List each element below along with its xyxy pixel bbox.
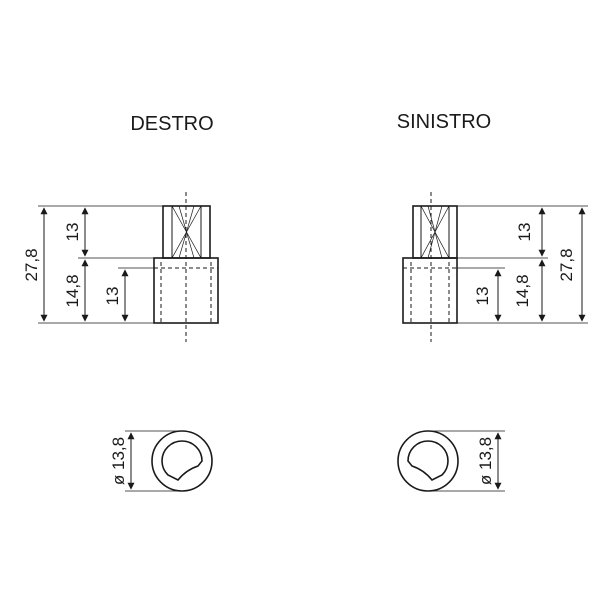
destro-dim-diameter: ø 13,8: [109, 432, 135, 490]
view-title-sinistro: SINISTRO: [397, 111, 491, 133]
svg-text:14,8: 14,8: [513, 274, 532, 307]
svg-text:13: 13: [63, 223, 82, 242]
destro-plan-view: [125, 430, 213, 492]
destro-dim-inner-height: 13: [103, 269, 129, 322]
destro-dim-top-height: 13: [63, 207, 89, 257]
svg-text:ø 13,8: ø 13,8: [109, 437, 128, 485]
svg-text:27,8: 27,8: [22, 248, 41, 281]
destro-d-shape-icon: [161, 440, 203, 482]
view-title-destro: DESTRO: [130, 113, 213, 135]
sinistro-dim-diameter: ø 13,8: [476, 432, 502, 490]
sinistro-top-cylinder: [412, 205, 458, 259]
svg-text:13: 13: [103, 287, 122, 306]
svg-text:14,8: 14,8: [63, 274, 82, 307]
view-destro: DESTRO 27,8: [22, 113, 219, 492]
sinistro-d-shape-icon: [407, 440, 449, 482]
sinistro-dim-bottom-height: 14,8: [513, 259, 546, 322]
sinistro-dim-top-height: 13: [515, 207, 546, 257]
svg-text:13: 13: [473, 287, 492, 306]
sinistro-dim-inner-height: 13: [473, 269, 502, 322]
sinistro-dim-total-height: 27,8: [557, 207, 586, 322]
sinistro-plan-view: [397, 430, 505, 492]
svg-text:ø 13,8: ø 13,8: [476, 437, 495, 485]
svg-text:13: 13: [515, 223, 534, 242]
svg-text:27,8: 27,8: [557, 248, 576, 281]
view-sinistro: SINISTRO 13: [397, 111, 588, 492]
sinistro-base-cylinder: [402, 257, 458, 324]
destro-dim-bottom-height: 14,8: [63, 259, 89, 322]
destro-dim-total-height: 27,8: [22, 207, 48, 322]
